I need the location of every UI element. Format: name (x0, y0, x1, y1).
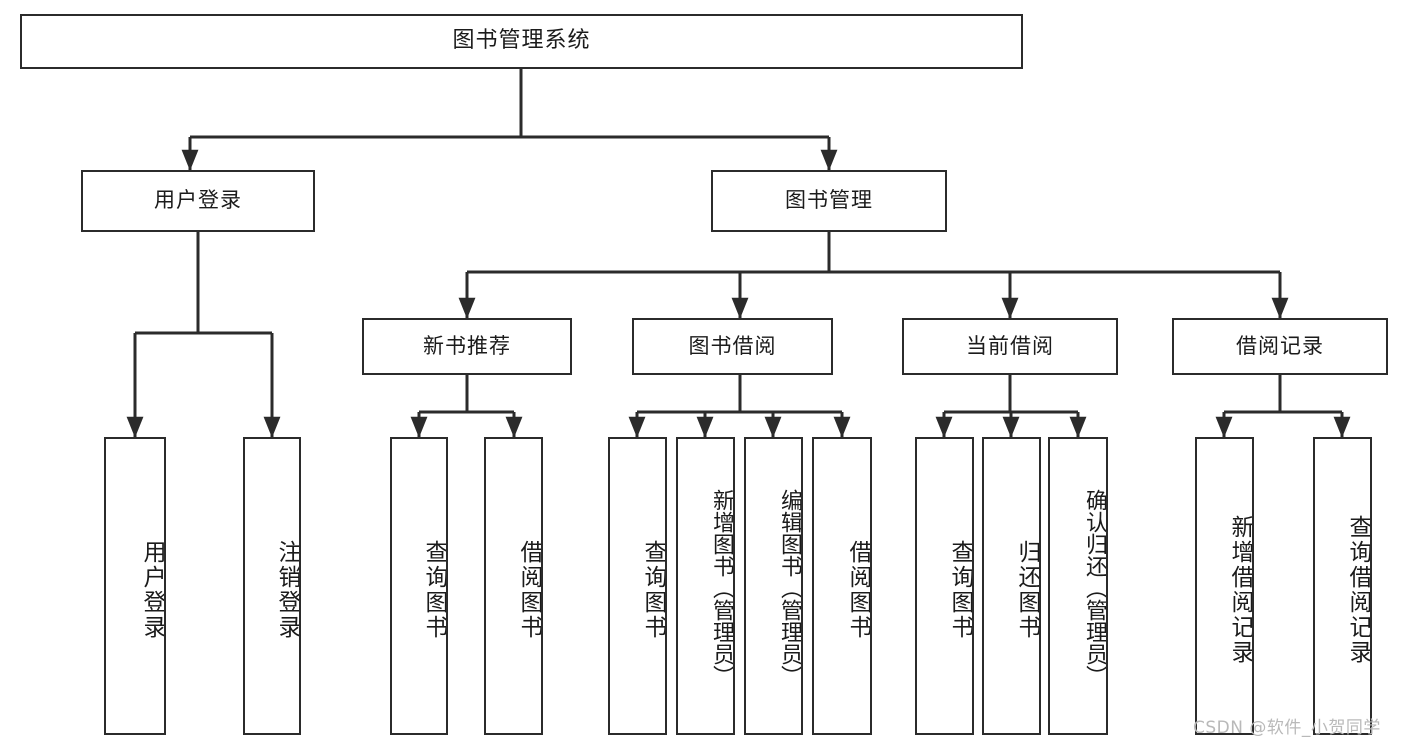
node-label: 新增图书（管理员） (709, 489, 734, 687)
node-leaf-leaf-borrow-book-rec[interactable]: 借阅图书 (484, 437, 543, 735)
node-leaf-leaf-query-book-rec[interactable]: 查询图书 (390, 437, 448, 735)
node-leaf-leaf-query-record[interactable]: 查询借阅记录 (1313, 437, 1372, 735)
node-leaf-leaf-add-book[interactable]: 新增图书（管理员） (676, 437, 735, 735)
node-label: 查询图书 (947, 540, 973, 640)
node-label: 图书管理 (785, 188, 873, 213)
node-label: 借阅图书 (845, 540, 871, 640)
node-label: 新增借阅记录 (1227, 515, 1253, 665)
node-leaf-leaf-user-login[interactable]: 用户登录 (104, 437, 166, 735)
node-leaf-leaf-borrow-book[interactable]: 借阅图书 (812, 437, 872, 735)
node-leaf-leaf-query-book-current[interactable]: 查询图书 (915, 437, 974, 735)
node-leaf-leaf-add-record[interactable]: 新增借阅记录 (1195, 437, 1254, 735)
node-label: 确认归还（管理员） (1082, 489, 1107, 687)
node-level3-new-book-rec[interactable]: 新书推荐 (362, 318, 572, 375)
node-label: 用户登录 (154, 188, 242, 213)
node-label: 注销登录 (274, 540, 300, 640)
node-label: 图书借阅 (688, 333, 777, 358)
node-level3-current-borrow[interactable]: 当前借阅 (902, 318, 1118, 375)
node-label: 查询借阅记录 (1345, 515, 1371, 665)
node-level2-book-manage[interactable]: 图书管理 (711, 170, 947, 232)
node-leaf-leaf-return-book[interactable]: 归还图书 (982, 437, 1041, 735)
node-label: 查询图书 (640, 540, 666, 640)
node-leaf-leaf-confirm-return[interactable]: 确认归还（管理员） (1048, 437, 1108, 735)
node-label: 图书管理系统 (452, 28, 591, 54)
node-label: 查询图书 (421, 540, 447, 640)
node-label: 编辑图书（管理员） (777, 489, 802, 687)
node-level3-borrow-record[interactable]: 借阅记录 (1172, 318, 1388, 375)
node-label: 归还图书 (1014, 540, 1040, 640)
node-label: 借阅图书 (516, 540, 542, 640)
node-level2-user-login[interactable]: 用户登录 (81, 170, 315, 232)
node-leaf-leaf-query-book-borrow[interactable]: 查询图书 (608, 437, 667, 735)
node-leaf-leaf-edit-book[interactable]: 编辑图书（管理员） (744, 437, 803, 735)
node-label: 新书推荐 (423, 333, 511, 358)
watermark: CSDN @软件_小贺同学 (1193, 718, 1381, 738)
node-label: 用户登录 (139, 540, 165, 640)
node-label: 借阅记录 (1236, 333, 1324, 358)
node-root-root[interactable]: 图书管理系统 (20, 14, 1023, 69)
node-leaf-leaf-logout[interactable]: 注销登录 (243, 437, 301, 735)
node-level3-book-borrow[interactable]: 图书借阅 (632, 318, 833, 375)
node-label: 当前借阅 (966, 333, 1054, 358)
